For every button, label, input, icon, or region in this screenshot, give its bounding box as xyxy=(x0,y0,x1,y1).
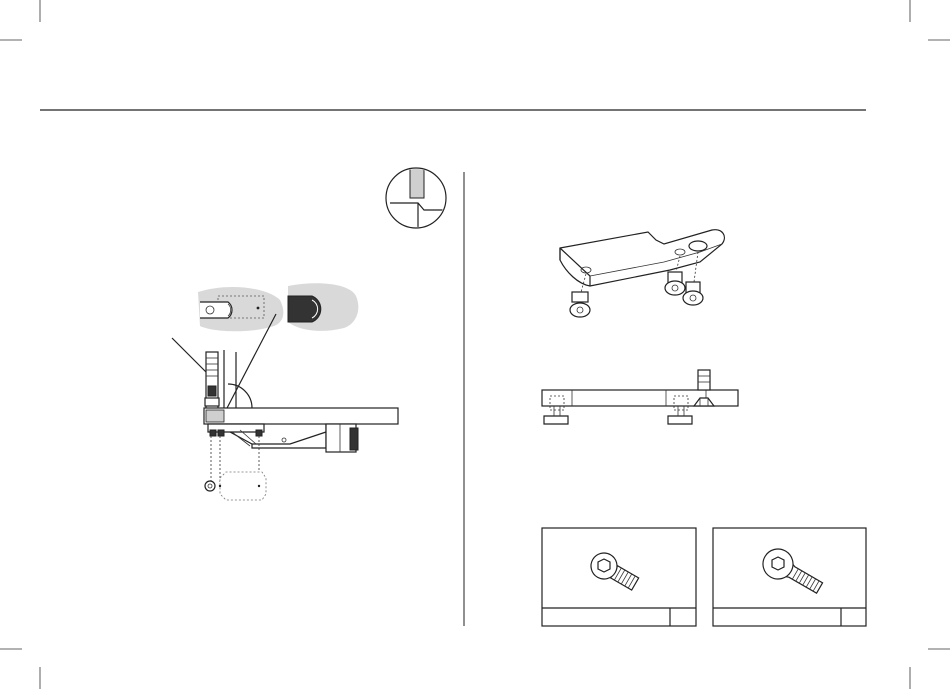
bracket-mounting-cross-section xyxy=(172,168,450,500)
screw-right xyxy=(683,282,703,305)
bracket-with-screws-exploded xyxy=(560,230,724,317)
angle-arc-icon xyxy=(228,384,252,408)
screw-left xyxy=(570,292,590,317)
bracket-side-section xyxy=(542,370,738,424)
magnifier-inset-icon xyxy=(386,168,450,228)
flat-head-screw-card xyxy=(713,528,866,626)
button-head-screw-card xyxy=(542,528,696,626)
screw-middle xyxy=(665,272,685,295)
